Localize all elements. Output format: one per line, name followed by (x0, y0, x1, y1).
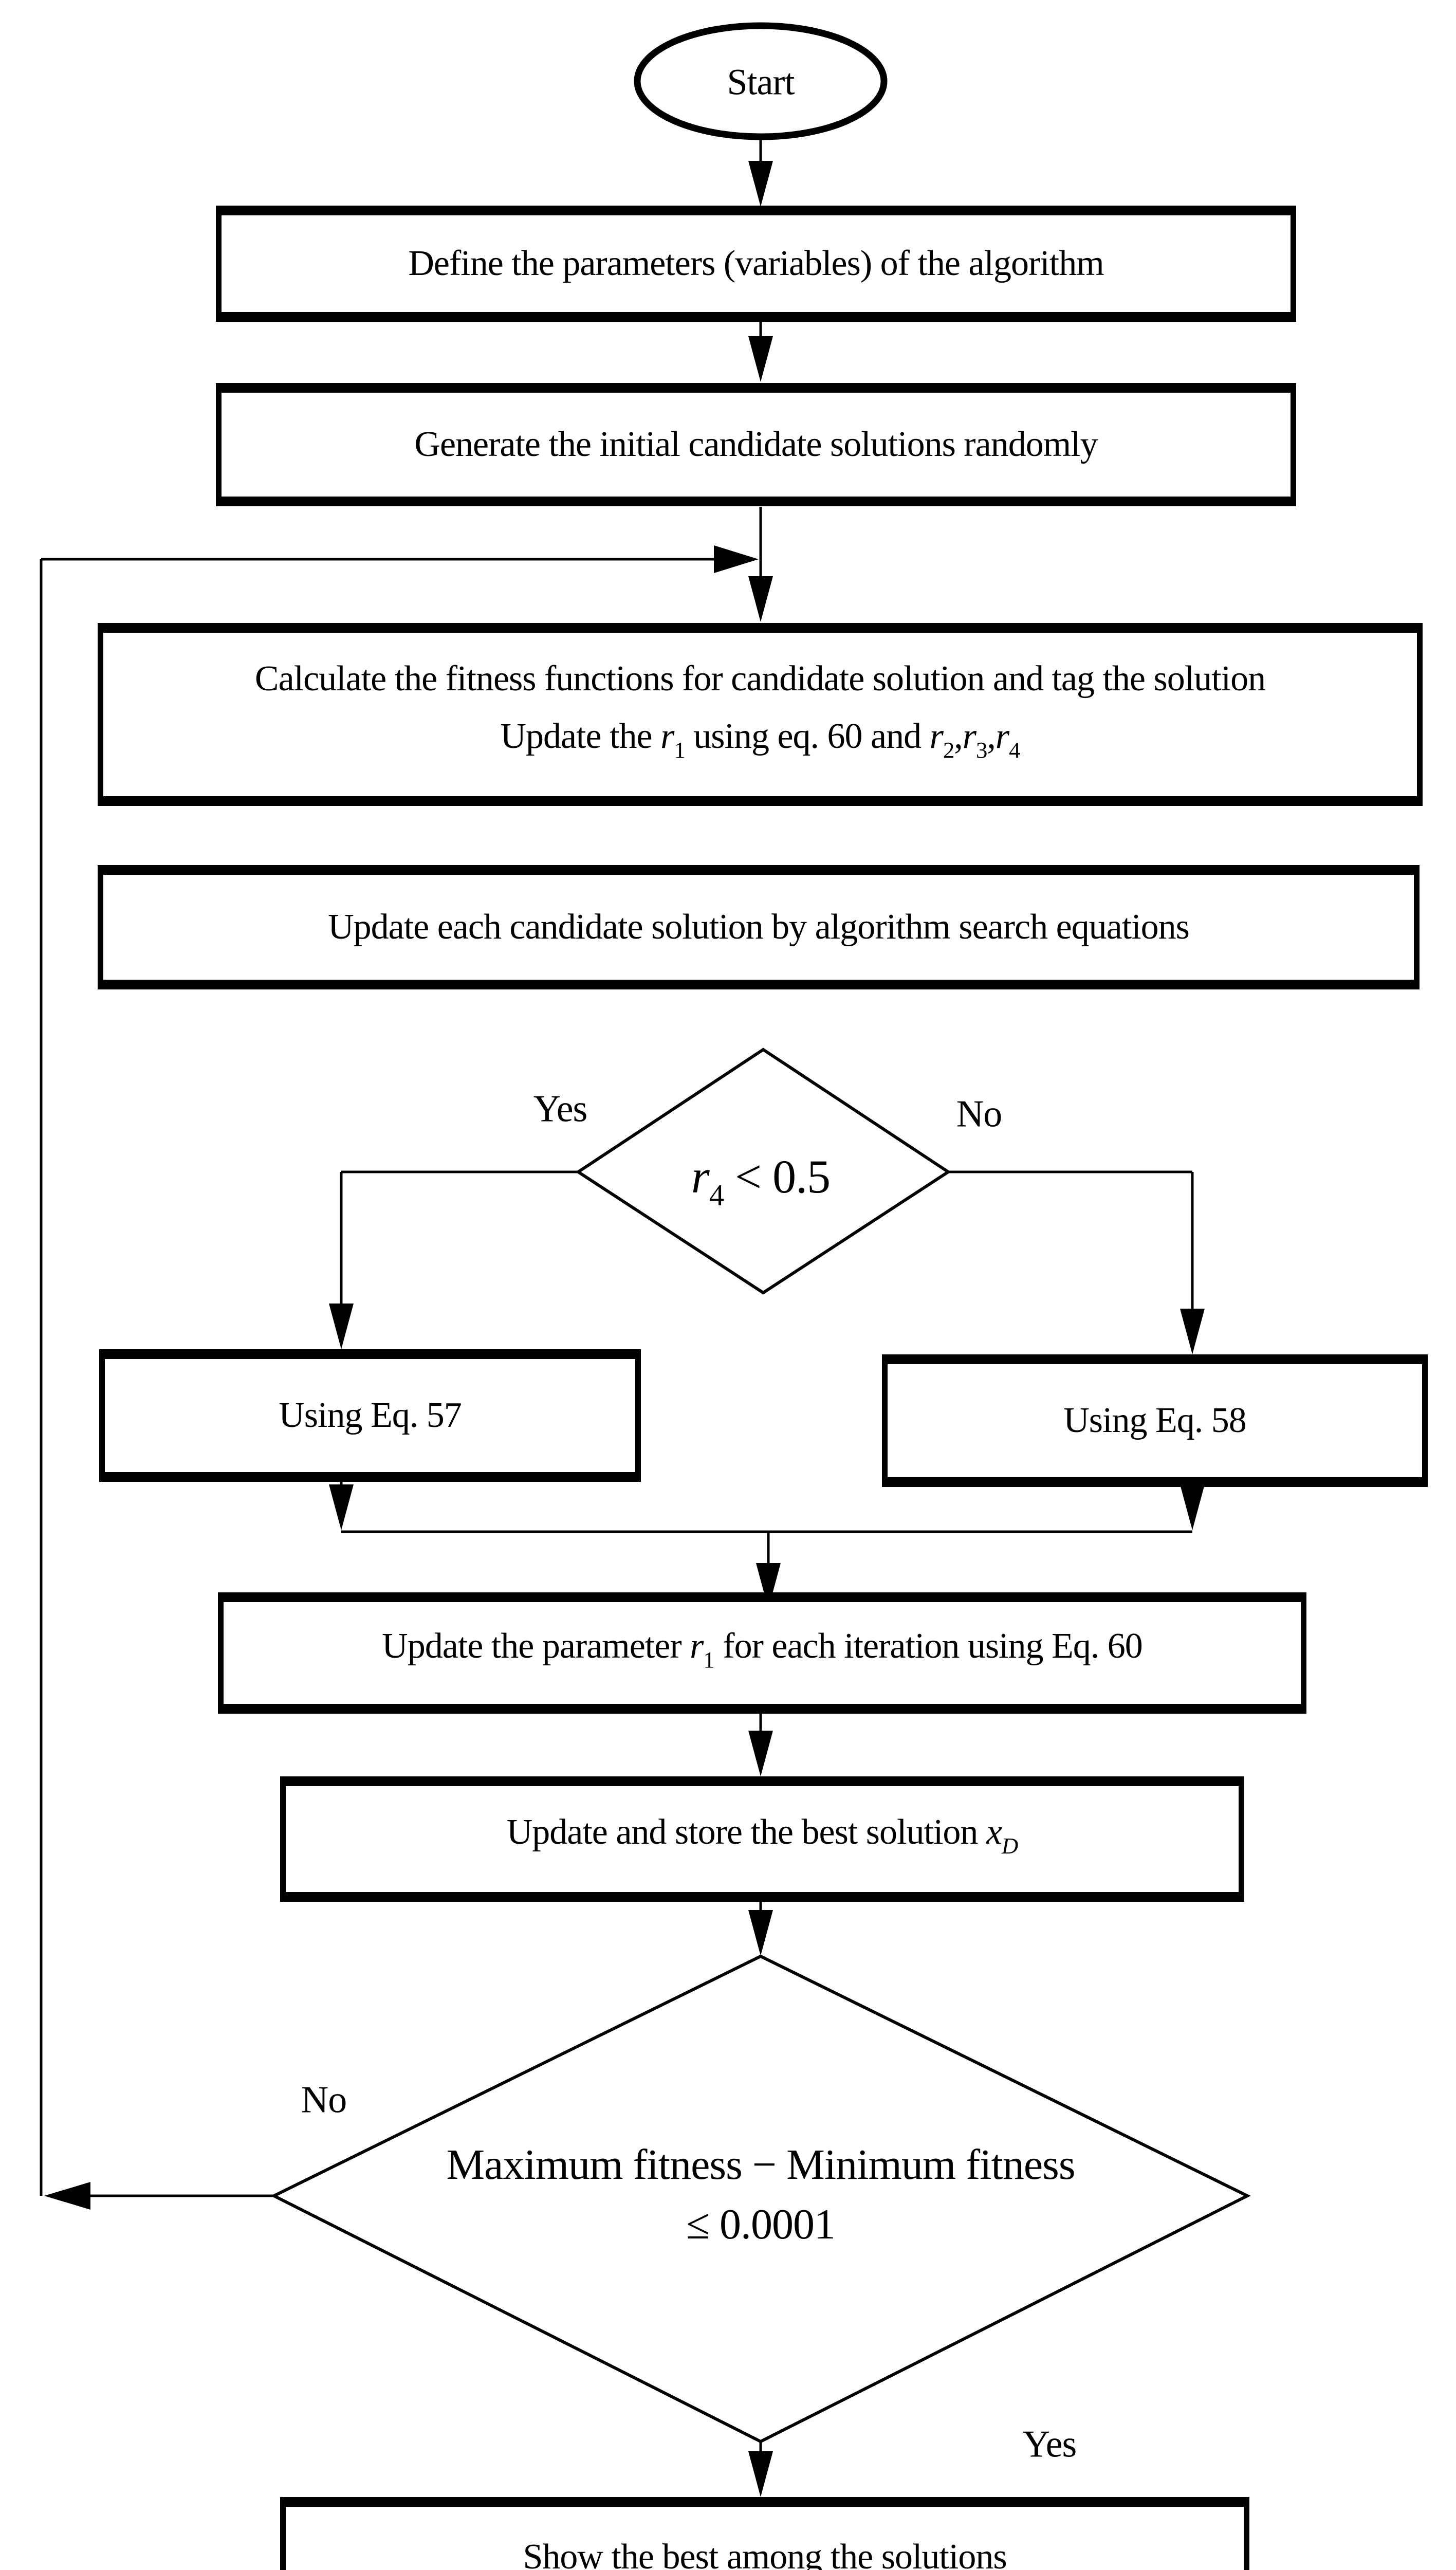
process-update-r1: Update the parameter r1 for each iterati… (218, 1592, 1306, 1714)
process-calculate: Calculate the fitness functions for cand… (98, 623, 1423, 806)
edge-convergence-no-loop (40, 545, 759, 2210)
process-show-best-label: Show the best among the solutions (523, 2537, 1007, 2570)
process-eq58-label: Using Eq. 58 (1063, 1401, 1246, 1440)
edge-r4-no-branch (948, 1170, 1205, 1354)
edge-convergence-yes-branch (748, 2442, 773, 2497)
process-eq57-label: Using Eq. 57 (279, 1396, 462, 1435)
process-generate: Generate the initial candidate solutions… (216, 383, 1296, 506)
r4-no-label: No (956, 1093, 1002, 1135)
edge-generate-calculate (748, 507, 773, 622)
edge-merge-update-r1 (756, 1532, 781, 1609)
edge-eq57-merge (329, 1480, 354, 1530)
process-update-r1-label: Update the parameter r1 for each iterati… (382, 1626, 1143, 1673)
start-terminator (634, 22, 888, 140)
process-eq58: Using Eq. 58 (882, 1354, 1428, 1487)
process-store-best: Update and store the best solution xD (280, 1776, 1244, 1902)
process-update-candidates: Update each candidate solution by algori… (98, 865, 1420, 989)
start-label: Start (727, 61, 795, 103)
edge-update-r1-store-best (748, 1714, 773, 1776)
process-define: Define the parameters (variables) of the… (216, 206, 1296, 322)
convergence-decision-line2: ≤ 0.0001 (686, 2200, 836, 2248)
process-define-label: Define the parameters (variables) of the… (408, 244, 1104, 283)
edge-r4-yes-branch (329, 1170, 578, 1349)
process-calculate-line1: Calculate the fitness functions for cand… (254, 659, 1266, 699)
convergence-decision-line1: Maximum fitness − Minimum fitness (446, 2141, 1075, 2189)
process-calculate-line2: Update the r1 using eq. 60 and r2,r3,r4 (500, 717, 1020, 763)
convergence-no-label: No (301, 2079, 347, 2121)
r4-yes-label: Yes (533, 1088, 588, 1130)
process-generate-label: Generate the initial candidate solutions… (414, 425, 1098, 464)
process-eq57: Using Eq. 57 (99, 1349, 641, 1482)
convergence-decision-text: Maximum fitness − Minimum fitness ≤ 0.00… (446, 2135, 1075, 2254)
convergence-yes-label: Yes (1022, 2423, 1077, 2466)
edge-define-generate (748, 322, 773, 382)
r4-decision-diamond (575, 1048, 951, 1295)
process-update-candidates-label: Update each candidate solution by algori… (328, 907, 1190, 947)
process-store-best-label: Update and store the best solution xD (506, 1812, 1019, 1859)
edge-store-best-convergence (748, 1902, 773, 1956)
edge-eq58-merge (1180, 1484, 1205, 1530)
process-show-best: Show the best among the solutions (280, 2497, 1249, 2570)
r4-decision-expression: r4 < 0.5 (691, 1150, 831, 1212)
edge-start-define (748, 137, 773, 207)
